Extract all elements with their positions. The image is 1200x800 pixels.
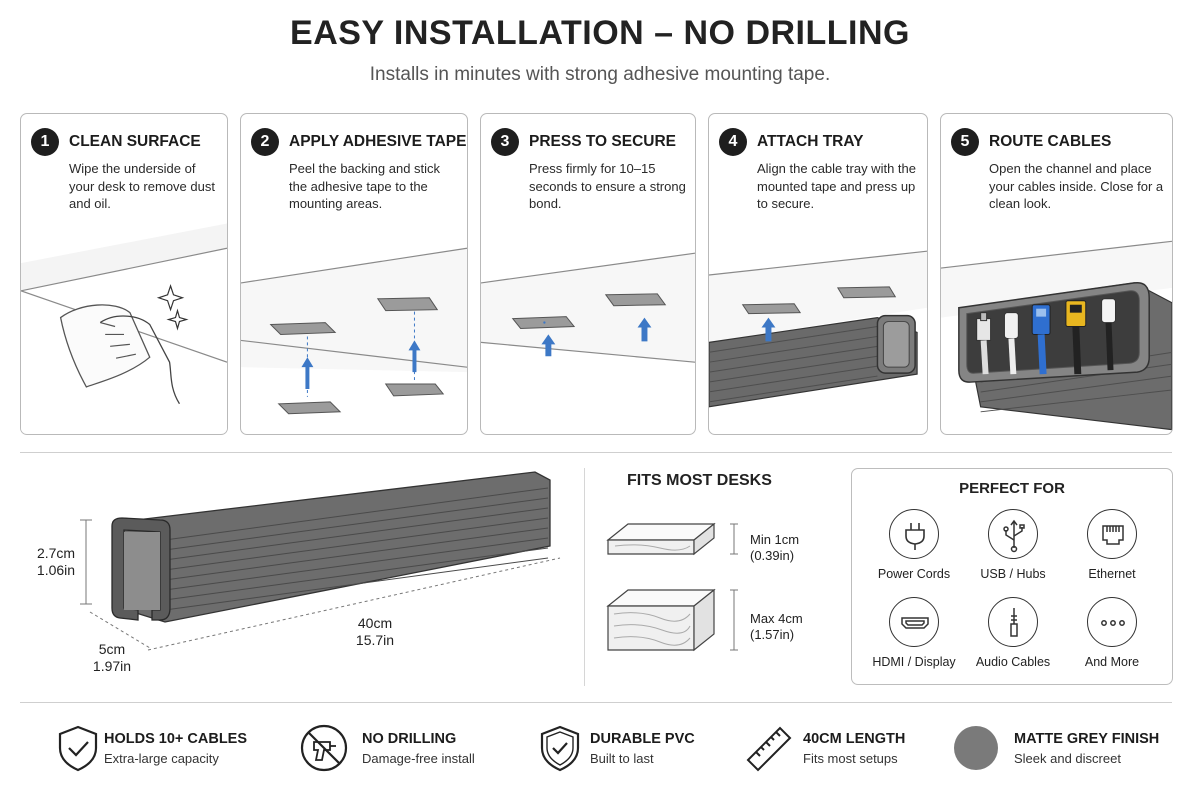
step-number: 4: [719, 128, 747, 156]
cables-icon: [941, 240, 1172, 431]
use-label: And More: [1084, 655, 1140, 669]
audio-jack-icon: [988, 597, 1038, 647]
step-description: Peel the backing and stick the adhesive …: [289, 161, 441, 211]
use-label: Audio Cables: [975, 655, 1051, 669]
step-title: ATTACH TRAY: [757, 133, 864, 150]
ethernet-icon: [1087, 509, 1137, 559]
feature-subtitle: Built to last: [590, 751, 654, 766]
length-cm: 40cm: [357, 615, 393, 631]
feature-subtitle: Extra-large capacity: [104, 751, 219, 766]
step-description: Align the cable tray with the mounted ta…: [757, 161, 916, 211]
min-thickness-cm: Min 1cm: [750, 532, 800, 547]
step-number: 5: [951, 128, 979, 156]
hand-cloth-icon: [21, 223, 227, 434]
depth-cm: 5cm: [98, 641, 126, 657]
durable-shield-icon: [540, 725, 580, 772]
feature-holds-cables: HOLDS 10+ CABLES Extra-large capacity: [52, 722, 252, 774]
feature-title: HOLDS 10+ CABLES: [104, 731, 248, 747]
vertical-divider: [584, 468, 585, 686]
min-thickness-in: (0.39in): [750, 548, 795, 563]
use-ethernet: Ethernet: [1062, 509, 1162, 581]
feature-no-drilling: NO DRILLING Damage-free install: [298, 722, 498, 774]
depth-in: 1.97in: [92, 658, 132, 674]
height-dimension: 2.7cm 1.06in: [28, 545, 84, 579]
feature-subtitle: Fits most setups: [803, 751, 898, 766]
feature-matte-grey: MATTE GREY FINISH Sleek and discreet: [954, 722, 1170, 774]
fits-title: FITS MOST DESKS: [627, 472, 772, 489]
cable-tray-icon: [709, 250, 927, 408]
step-number: 2: [251, 128, 279, 156]
min-thickness: Min 1cm (0.39in): [750, 532, 799, 564]
feature-title: NO DRILLING: [362, 731, 457, 747]
use-usb-hubs: USB / Hubs: [963, 509, 1063, 581]
step-title: PRESS TO SECURE: [529, 133, 677, 150]
step-description: Open the channel and place your cables i…: [989, 161, 1164, 211]
step-description: Press firmly for 10–15 seconds to ensure…: [529, 161, 686, 211]
use-power-cords: Power Cords: [864, 509, 964, 581]
divider: [20, 452, 1172, 453]
step-card-press: 3 PRESS TO SECURE Press firmly for 10–15…: [480, 113, 696, 435]
length-dimension: 40cm 15.7in: [345, 615, 405, 649]
ruler-icon: [746, 726, 792, 772]
tray-product-illustration: [80, 471, 561, 651]
feature-subtitle: Damage-free install: [362, 751, 475, 766]
feature-title: DURABLE PVC: [590, 731, 695, 747]
use-audio-cables: Audio Cables: [963, 597, 1063, 669]
step-card-attach-tray: 4 ATTACH TRAY Align the cable tray with …: [708, 113, 928, 435]
step-number: 3: [491, 128, 519, 156]
max-thickness: Max 4cm (1.57in): [750, 611, 803, 643]
power-plug-icon: [889, 509, 939, 559]
use-label: Power Cords: [877, 567, 951, 581]
use-label: Ethernet: [1088, 567, 1136, 581]
use-and-more: And More: [1062, 597, 1162, 669]
perfect-for-panel: PERFECT FOR Power Cords USB / Hubs Ether…: [851, 468, 1173, 685]
step-title: CLEAN SURFACE: [69, 133, 201, 150]
perfect-for-title: PERFECT FOR: [959, 480, 1065, 497]
length-in: 15.7in: [355, 632, 395, 648]
step-card-clean: 1 CLEAN SURFACE Wipe the underside of yo…: [20, 113, 228, 435]
max-thickness-cm: Max 4cm: [750, 611, 803, 626]
use-hdmi-display: HDMI / Display: [864, 597, 964, 669]
height-cm: 2.7cm: [36, 545, 76, 561]
feature-title: MATTE GREY FINISH: [1014, 731, 1160, 747]
max-thickness-in: (1.57in): [750, 627, 795, 642]
step-number: 1: [31, 128, 59, 156]
height-in: 1.06in: [36, 562, 76, 578]
step-card-apply-tape: 2 APPLY ADHESIVE TAPE Peel the backing a…: [240, 113, 468, 435]
desk-thickness-illustration: [606, 522, 738, 652]
grey-swatch-icon: [954, 726, 998, 770]
depth-dimension: 5cm 1.97in: [84, 641, 140, 675]
use-label: HDMI / Display: [872, 655, 956, 669]
use-label: USB / Hubs: [980, 567, 1046, 581]
more-dots-icon: [1087, 597, 1137, 647]
step-title: ROUTE CABLES: [989, 133, 1112, 150]
feature-durable-pvc: DURABLE PVC Built to last: [534, 722, 714, 774]
step-title: APPLY ADHESIVE TAPE: [289, 133, 467, 150]
hdmi-icon: [889, 597, 939, 647]
no-drill-icon: [300, 724, 348, 772]
feature-title: 40CM LENGTH: [803, 731, 906, 747]
usb-icon: [988, 509, 1038, 559]
step-description: Wipe the underside of your desk to remov…: [69, 161, 215, 211]
feature-length: 40CM LENGTH Fits most setups: [744, 722, 934, 774]
page-subtitle: Installs in minutes with strong adhesive…: [369, 64, 831, 85]
feature-subtitle: Sleek and discreet: [1014, 751, 1121, 766]
page-title: EASY INSTALLATION – NO DRILLING: [290, 14, 910, 52]
divider: [20, 702, 1172, 703]
shield-check-icon: [58, 725, 98, 772]
step-card-route-cables: 5 ROUTE CABLES Open the channel and plac…: [940, 113, 1173, 435]
adhesive-tape-icon: [241, 247, 467, 415]
press-arrow-icon: [481, 252, 695, 363]
